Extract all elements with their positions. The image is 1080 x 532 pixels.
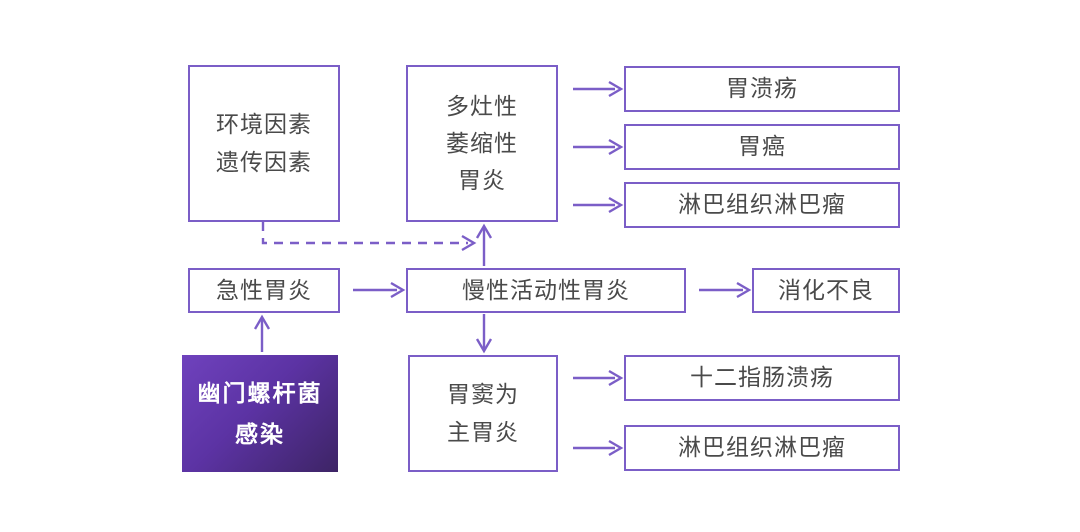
node-duodenal-ulcer[interactable]: 十二指肠溃疡 [624,355,900,401]
node-dyspepsia[interactable]: 消化不良 [752,268,900,313]
connector-antral-to-duodenal-ulcer [573,369,624,387]
node-lymphoid-lymphoma-top[interactable]: 淋巴组织淋巴瘤 [624,182,900,228]
node-line-hp-infection: 感染 [235,420,285,447]
connector-chronic-to-antral [475,314,493,354]
connector-multifocal-to-lymphoma-top [573,196,624,214]
node-label-dyspepsia: 消化不良 [778,276,874,303]
node-line-antral-gastritis: 主胃炎 [447,418,519,445]
node-chronic-active-gastritis[interactable]: 慢性活动性胃炎 [406,268,686,313]
connector-antral-to-lymphoma-bottom [573,439,624,457]
connector-acute-to-chronic [353,281,406,299]
node-acute-gastritis[interactable]: 急性胃炎 [188,268,340,313]
node-line-genetic: 遗传因素 [216,148,312,175]
node-line-antral: 胃窦为 [447,381,519,408]
node-label-lymphoid-lymphoma-top: 淋巴组织淋巴瘤 [678,191,846,218]
node-label-gastric-ulcer: 胃溃疡 [726,75,798,102]
node-line-atrophic: 萎缩性 [446,129,518,156]
node-lymphoid-lymphoma-bottom[interactable]: 淋巴组织淋巴瘤 [624,425,900,471]
node-environment-genetic-factors[interactable]: 环境因素 遗传因素 [188,65,340,222]
connector-chronic-to-dyspepsia [699,281,752,299]
node-line-gastritis: 胃炎 [458,167,506,194]
node-hp-infection[interactable]: 幽门螺杆菌 感染 [182,355,338,472]
node-antral-predominant-gastritis[interactable]: 胃窦为 主胃炎 [408,355,558,472]
connector-hp-to-acute [253,314,271,352]
node-label-gastric-cancer: 胃癌 [738,133,786,160]
connector-environment-to-chronic-dashed [261,222,477,252]
connector-multifocal-to-gastric-cancer [573,138,624,156]
node-line-environment: 环境因素 [216,111,312,138]
node-gastric-cancer[interactable]: 胃癌 [624,124,900,170]
node-label-duodenal-ulcer: 十二指肠溃疡 [690,364,834,391]
node-multifocal-atrophic-gastritis[interactable]: 多灶性 萎缩性 胃炎 [406,65,558,222]
node-label-chronic-active-gastritis: 慢性活动性胃炎 [462,276,630,303]
node-label-acute-gastritis: 急性胃炎 [216,276,312,303]
node-line-multifocal: 多灶性 [446,92,518,119]
connector-multifocal-to-gastric-ulcer [573,80,624,98]
connector-chronic-to-multifocal [475,223,493,266]
node-gastric-ulcer[interactable]: 胃溃疡 [624,66,900,112]
node-label-lymphoid-lymphoma-bottom: 淋巴组织淋巴瘤 [678,434,846,461]
node-line-hp-name: 幽门螺杆菌 [197,380,323,407]
